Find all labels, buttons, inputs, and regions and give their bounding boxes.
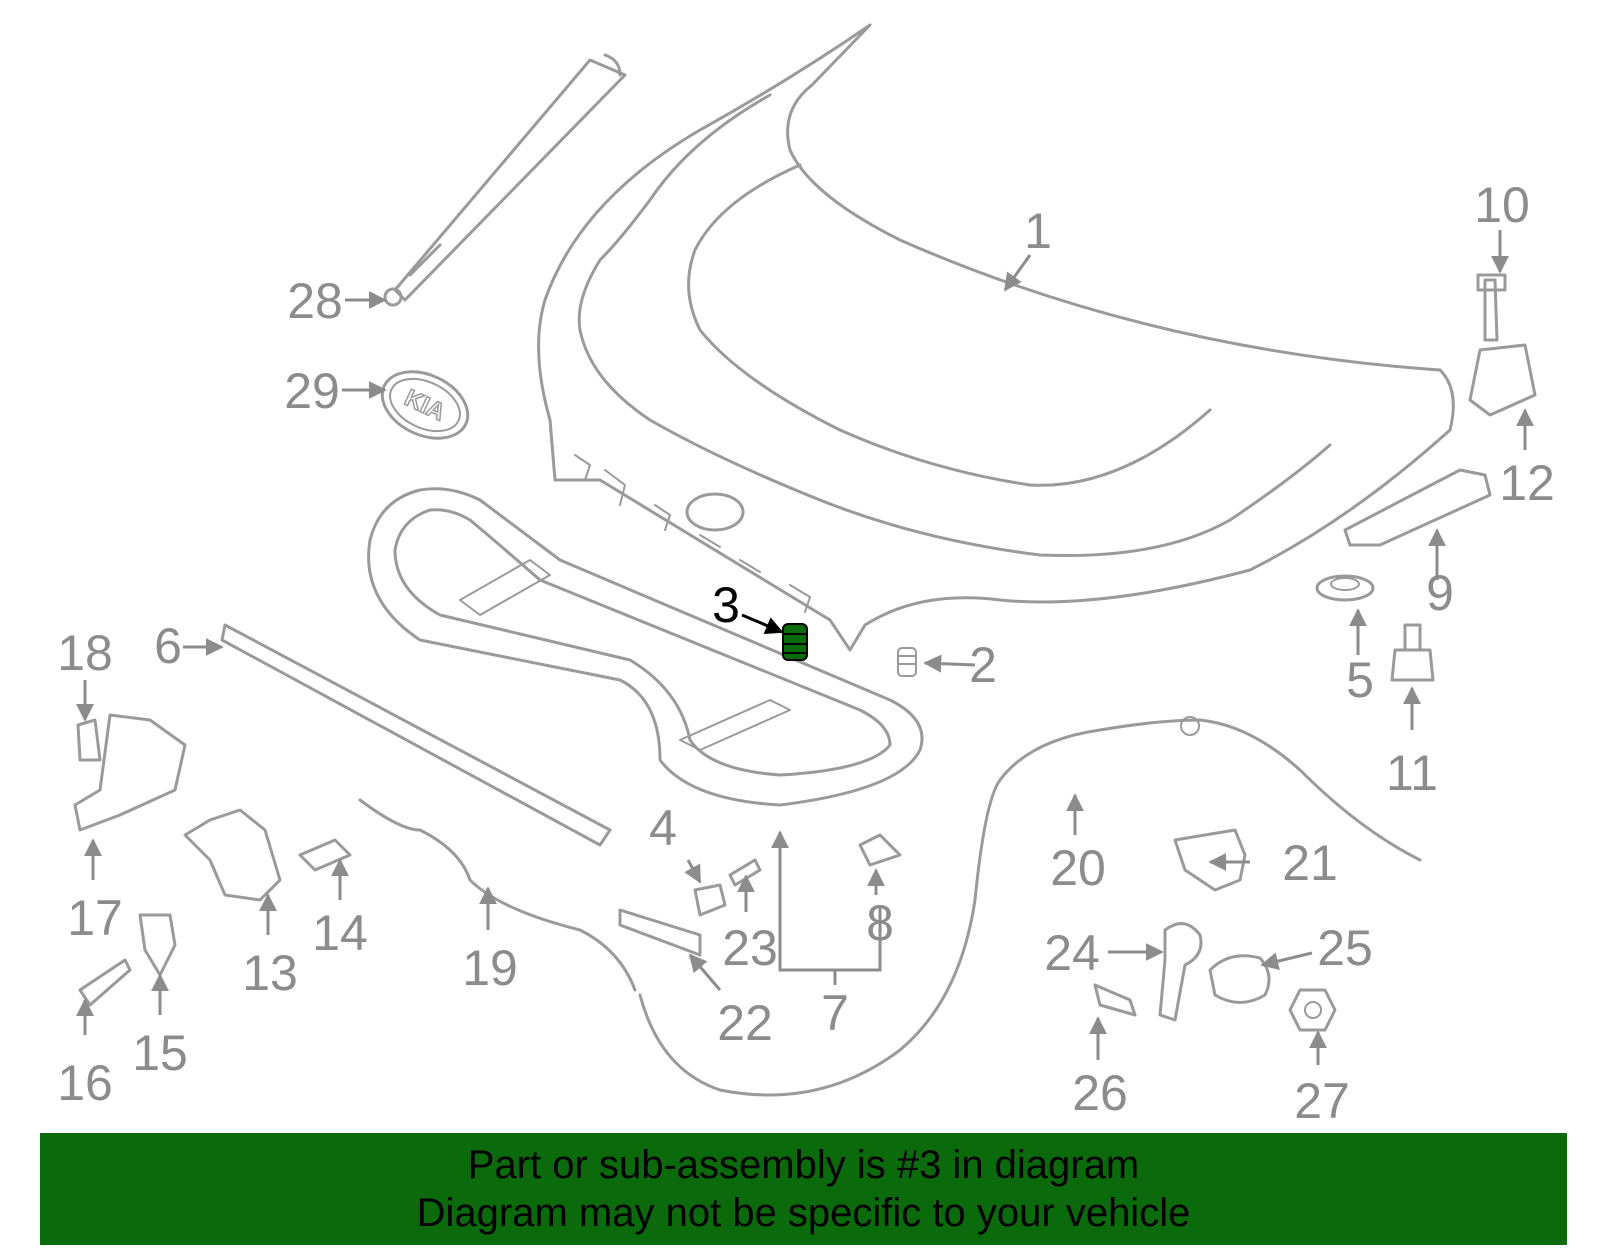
- callout-17: 17: [67, 890, 123, 946]
- callout-arrows: [76, 230, 1534, 1065]
- emblem-text: KIA: [400, 384, 449, 426]
- weatherstrip-part-6: [220, 623, 612, 847]
- hood-bumper-part-3: [782, 623, 808, 661]
- misc-hardware: [1093, 828, 1337, 1032]
- callout-8: 8: [866, 895, 894, 951]
- callout-23: 23: [722, 920, 778, 976]
- callout-22: 22: [717, 995, 773, 1051]
- callout-9: 9: [1426, 565, 1454, 621]
- hood-bumper-part-2: [897, 647, 917, 677]
- hood-strut-part-28: [383, 53, 627, 307]
- callout-19: 19: [462, 940, 518, 996]
- release-cables: [358, 716, 1422, 1097]
- callout-20: 20: [1050, 840, 1106, 896]
- callout-3: 3: [712, 577, 740, 633]
- callout-12: 12: [1499, 455, 1555, 511]
- callout-18: 18: [57, 625, 113, 681]
- callout-14: 14: [312, 905, 368, 961]
- callout-16: 16: [57, 1055, 113, 1111]
- info-banner: Part or sub-assembly is #3 in diagram Di…: [40, 1133, 1567, 1245]
- callout-5: 5: [1346, 652, 1374, 708]
- callout-26: 26: [1072, 1065, 1128, 1121]
- callout-6: 6: [154, 618, 182, 674]
- kia-emblem-part-29: KIA: [380, 370, 470, 440]
- callout-15: 15: [132, 1025, 188, 1081]
- parts-diagram: KIA: [57, 23, 1555, 1129]
- callout-27: 27: [1294, 1073, 1350, 1129]
- callout-1: 1: [1024, 203, 1052, 259]
- banner-line-1: Part or sub-assembly is #3 in diagram: [467, 1143, 1140, 1187]
- callout-labels: 1 2 3 4 5 6 7 8 9 10 11 12 13 14 15 16 1…: [57, 177, 1555, 1129]
- callout-4: 4: [649, 800, 677, 856]
- hood-part-1: [537, 23, 1455, 652]
- banner-line-2: Diagram may not be specific to your vehi…: [416, 1191, 1191, 1235]
- callout-2: 2: [969, 637, 997, 693]
- callout-13: 13: [242, 945, 298, 1001]
- insulator-pad-part-7: [367, 487, 924, 807]
- callout-25: 25: [1317, 920, 1373, 976]
- callout-29: 29: [284, 363, 340, 419]
- callout-21: 21: [1282, 835, 1338, 891]
- hinge-parts: [1315, 273, 1537, 682]
- latch-parts: [73, 713, 352, 1007]
- callout-7: 7: [821, 985, 849, 1041]
- callout-24: 24: [1044, 925, 1100, 981]
- callout-10: 10: [1474, 177, 1530, 233]
- callout-11: 11: [1386, 745, 1438, 801]
- callout-28: 28: [287, 273, 343, 329]
